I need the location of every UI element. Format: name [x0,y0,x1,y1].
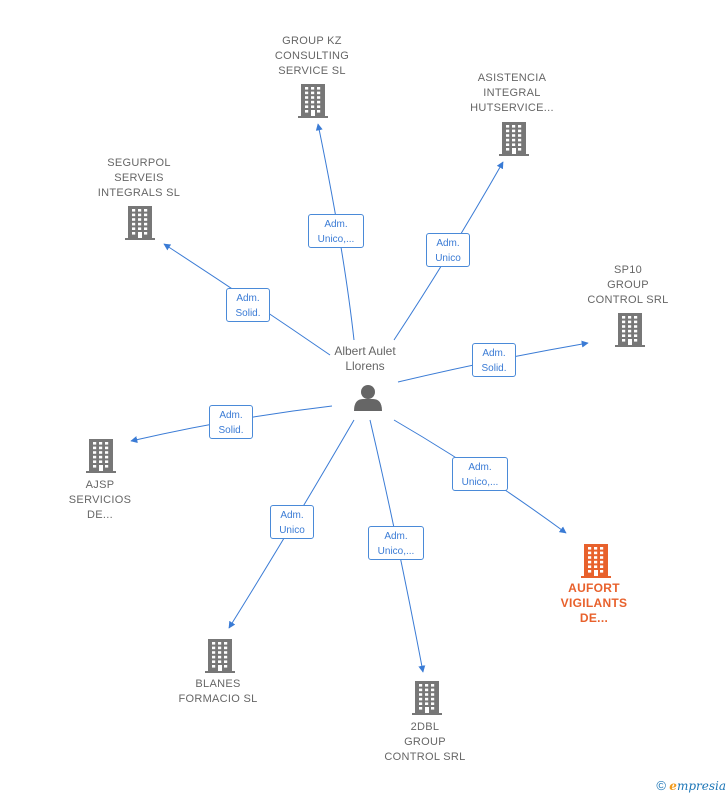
company-label-group-kz[interactable]: GROUP KZ CONSULTING SERVICE SL [274,35,350,77]
role-badge-ajsp[interactable]: Adm. Solid. [209,405,253,439]
empresia-logo: empresia [669,779,726,793]
company-label-sp10[interactable]: SP10 GROUP CONTROL SRL [587,264,669,306]
building-icon[interactable] [298,84,328,118]
company-label-aufort[interactable]: AUFORT VIGILANTS DE... [560,581,628,625]
center-person-name[interactable]: Albert Aulet Llorens [334,344,396,373]
role-badge-segurpol[interactable]: Adm. Solid. [226,288,270,322]
company-label-blanes[interactable]: BLANES FORMACIO SL [178,678,258,705]
role-badge-sp10[interactable]: Adm. Solid. [472,343,516,377]
footer-brand: © empresia [656,778,726,793]
role-badge-2dbl[interactable]: Adm. Unico,... [368,526,424,560]
company-label-2dbl[interactable]: 2DBL GROUP CONTROL SRL [384,721,466,763]
company-label-segurpol[interactable]: SEGURPOL SERVEIS INTEGRALS SL [97,157,181,199]
building-icon[interactable] [412,681,442,715]
company-label-ajsp[interactable]: AJSP SERVICIOS DE... [68,479,132,521]
role-badge-group-kz[interactable]: Adm. Unico,... [308,214,364,248]
building-icon[interactable] [499,122,529,156]
role-badge-aufort[interactable]: Adm. Unico,... [452,457,508,491]
building-icon[interactable] [125,206,155,240]
role-badge-blanes[interactable]: Adm. Unico [270,505,314,539]
building-icon[interactable] [615,313,645,347]
building-icon[interactable] [86,439,116,473]
person-icon[interactable] [354,385,382,411]
company-label-asistencia[interactable]: ASISTENCIA INTEGRAL HUTSERVICE... [470,72,554,114]
role-badge-asistencia[interactable]: Adm. Unico [426,233,470,267]
building-icon[interactable] [581,544,611,578]
building-icon[interactable] [205,639,235,673]
copyright-symbol: © [656,778,666,793]
